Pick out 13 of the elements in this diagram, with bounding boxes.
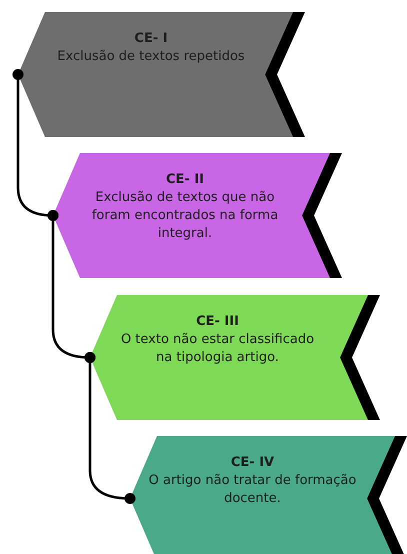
criterion-heading: CE- II (166, 171, 204, 189)
criterion-text: Exclusão de textos que não foram encontrados na forma integral. (90, 189, 280, 243)
chevron-box (90, 295, 380, 420)
criterion-heading: CE- IV (230, 454, 274, 472)
connector-line (84, 352, 136, 504)
chevron-box (130, 436, 407, 554)
criterion-text: O artigo não tratar de formação docente. (148, 472, 358, 508)
criterion-heading: CE- I (134, 30, 168, 48)
chevron-box (18, 12, 305, 137)
criterion-heading: CE- III (196, 313, 239, 331)
criterion-text: Exclusão de textos repetidos (56, 48, 246, 66)
chevron-box (53, 153, 342, 278)
criterion-text: O texto não estar classificado na tipologia artigo. (120, 331, 316, 367)
